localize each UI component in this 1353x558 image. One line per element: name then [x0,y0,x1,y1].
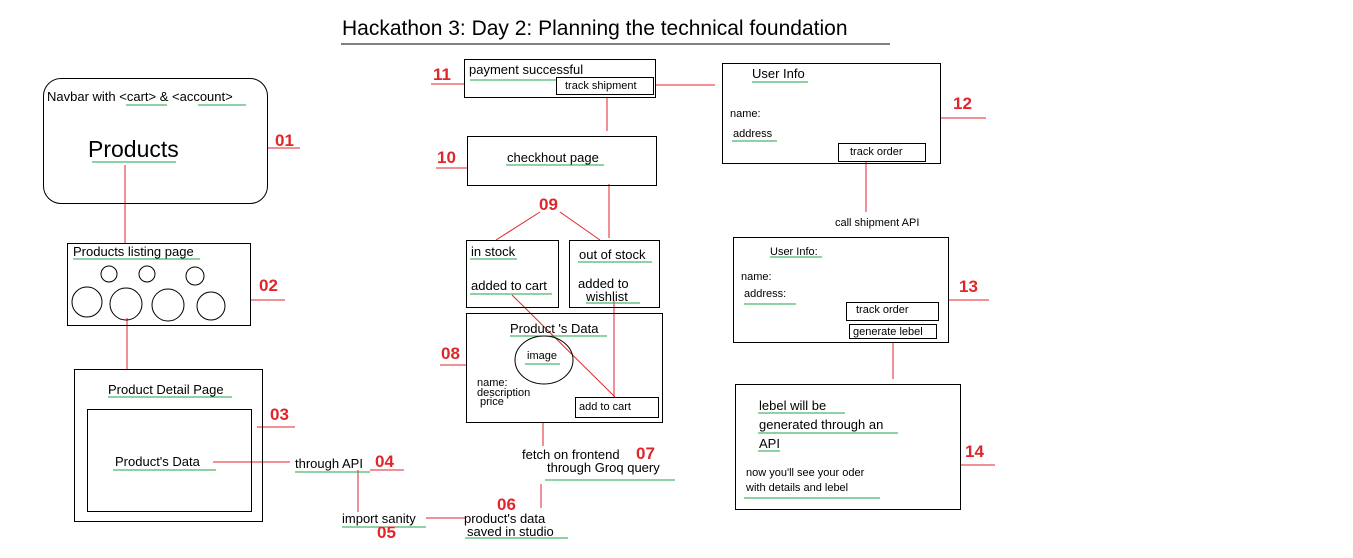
checkout-node [467,136,657,186]
user-info-2-title: User Info: [770,246,818,258]
shipment-api-text: call shipment API [835,217,920,229]
detail-inner-box [87,409,252,512]
step-number-11: 11 [433,65,451,84]
products-heading: Products [88,136,179,162]
step-number-14: 14 [965,442,984,461]
add-to-cart-button [575,397,659,418]
generate-label-button [849,324,937,339]
in-stock-action: added to cart [471,278,547,293]
fetch-line-1: fetch on frontend [522,447,620,462]
step-number-03: 03 [270,405,289,424]
label-line-3: API [759,436,780,451]
payment-node [464,59,656,98]
user-info-title: User Info [752,66,805,81]
field-name: name: [477,377,508,389]
studio-line-1: product's data [464,511,546,526]
product-data-title: Product 's Data [510,321,599,336]
detail-inner-text: Product's Data [115,454,200,469]
step-number-09: 09 [539,195,558,214]
diagram-title: Hackathon 3: Day 2: Planning the technic… [342,17,848,40]
track-shipment-button [556,77,654,95]
studio-line-2: saved in studio [467,524,554,539]
listing-circles [71,265,226,322]
label-line-5: with details and lebel [746,482,849,494]
step-number-10: 10 [437,148,456,167]
import-sanity-text: import sanity [342,511,416,526]
add-to-cart-label: add to cart [579,401,631,413]
fetch-line-2: through Groq query [547,460,660,475]
user-info-2-address: address: [744,288,787,300]
step-number-12: 12 [953,94,972,113]
track-shipment-label: track shipment [565,80,637,92]
step-number-02: 02 [259,276,278,295]
step-number-05: 05 [377,523,396,542]
label-line-4: now you'll see your oder [746,467,865,479]
in-stock-text: in stock [471,244,516,259]
label-line-2: generated through an [759,417,884,432]
user-info-address: address [733,128,773,140]
field-description: description [477,387,531,399]
label-line-1: lebel will be [759,398,827,413]
step-number-04: 04 [375,452,394,471]
track-order-label: track order [850,146,903,158]
navbar-text: Navbar with <cart> & <account> [47,89,233,104]
checkout-text: checkhout page [507,150,599,165]
track-order-label-2: track order [856,304,909,316]
step-number-06: 06 [497,495,516,514]
user-info-2-name: name: [741,271,772,283]
track-order-button [838,143,926,162]
out-of-stock-node [569,240,660,308]
navbar-node [43,78,268,204]
step-number-07: 07 [636,444,655,463]
step-number-13: 13 [959,277,978,296]
payment-text: payment successful [469,62,584,77]
step-number-08: 08 [441,344,460,363]
user-info-name: name: [730,108,761,120]
label-node [735,384,961,510]
listing-node [67,243,251,326]
listing-text: Products listing page [73,244,194,259]
detail-text: Product Detail Page [108,382,224,397]
step-number-01: 01 [275,131,294,150]
api-text: through API [295,456,363,471]
track-order-button-2 [846,302,939,321]
out-action-line-1: added to [578,276,629,291]
image-ellipse [514,335,574,385]
out-of-stock-text: out of stock [579,247,646,262]
image-label: image [527,350,557,362]
user-info-node [722,63,941,164]
generate-label-text: generate lebel [853,326,923,338]
field-price: price [480,396,504,408]
out-action-line-2: wishlist [586,289,628,304]
detail-node [74,369,263,522]
in-stock-node [466,240,559,308]
product-data-node [466,313,663,423]
user-info-2-node [733,237,949,343]
